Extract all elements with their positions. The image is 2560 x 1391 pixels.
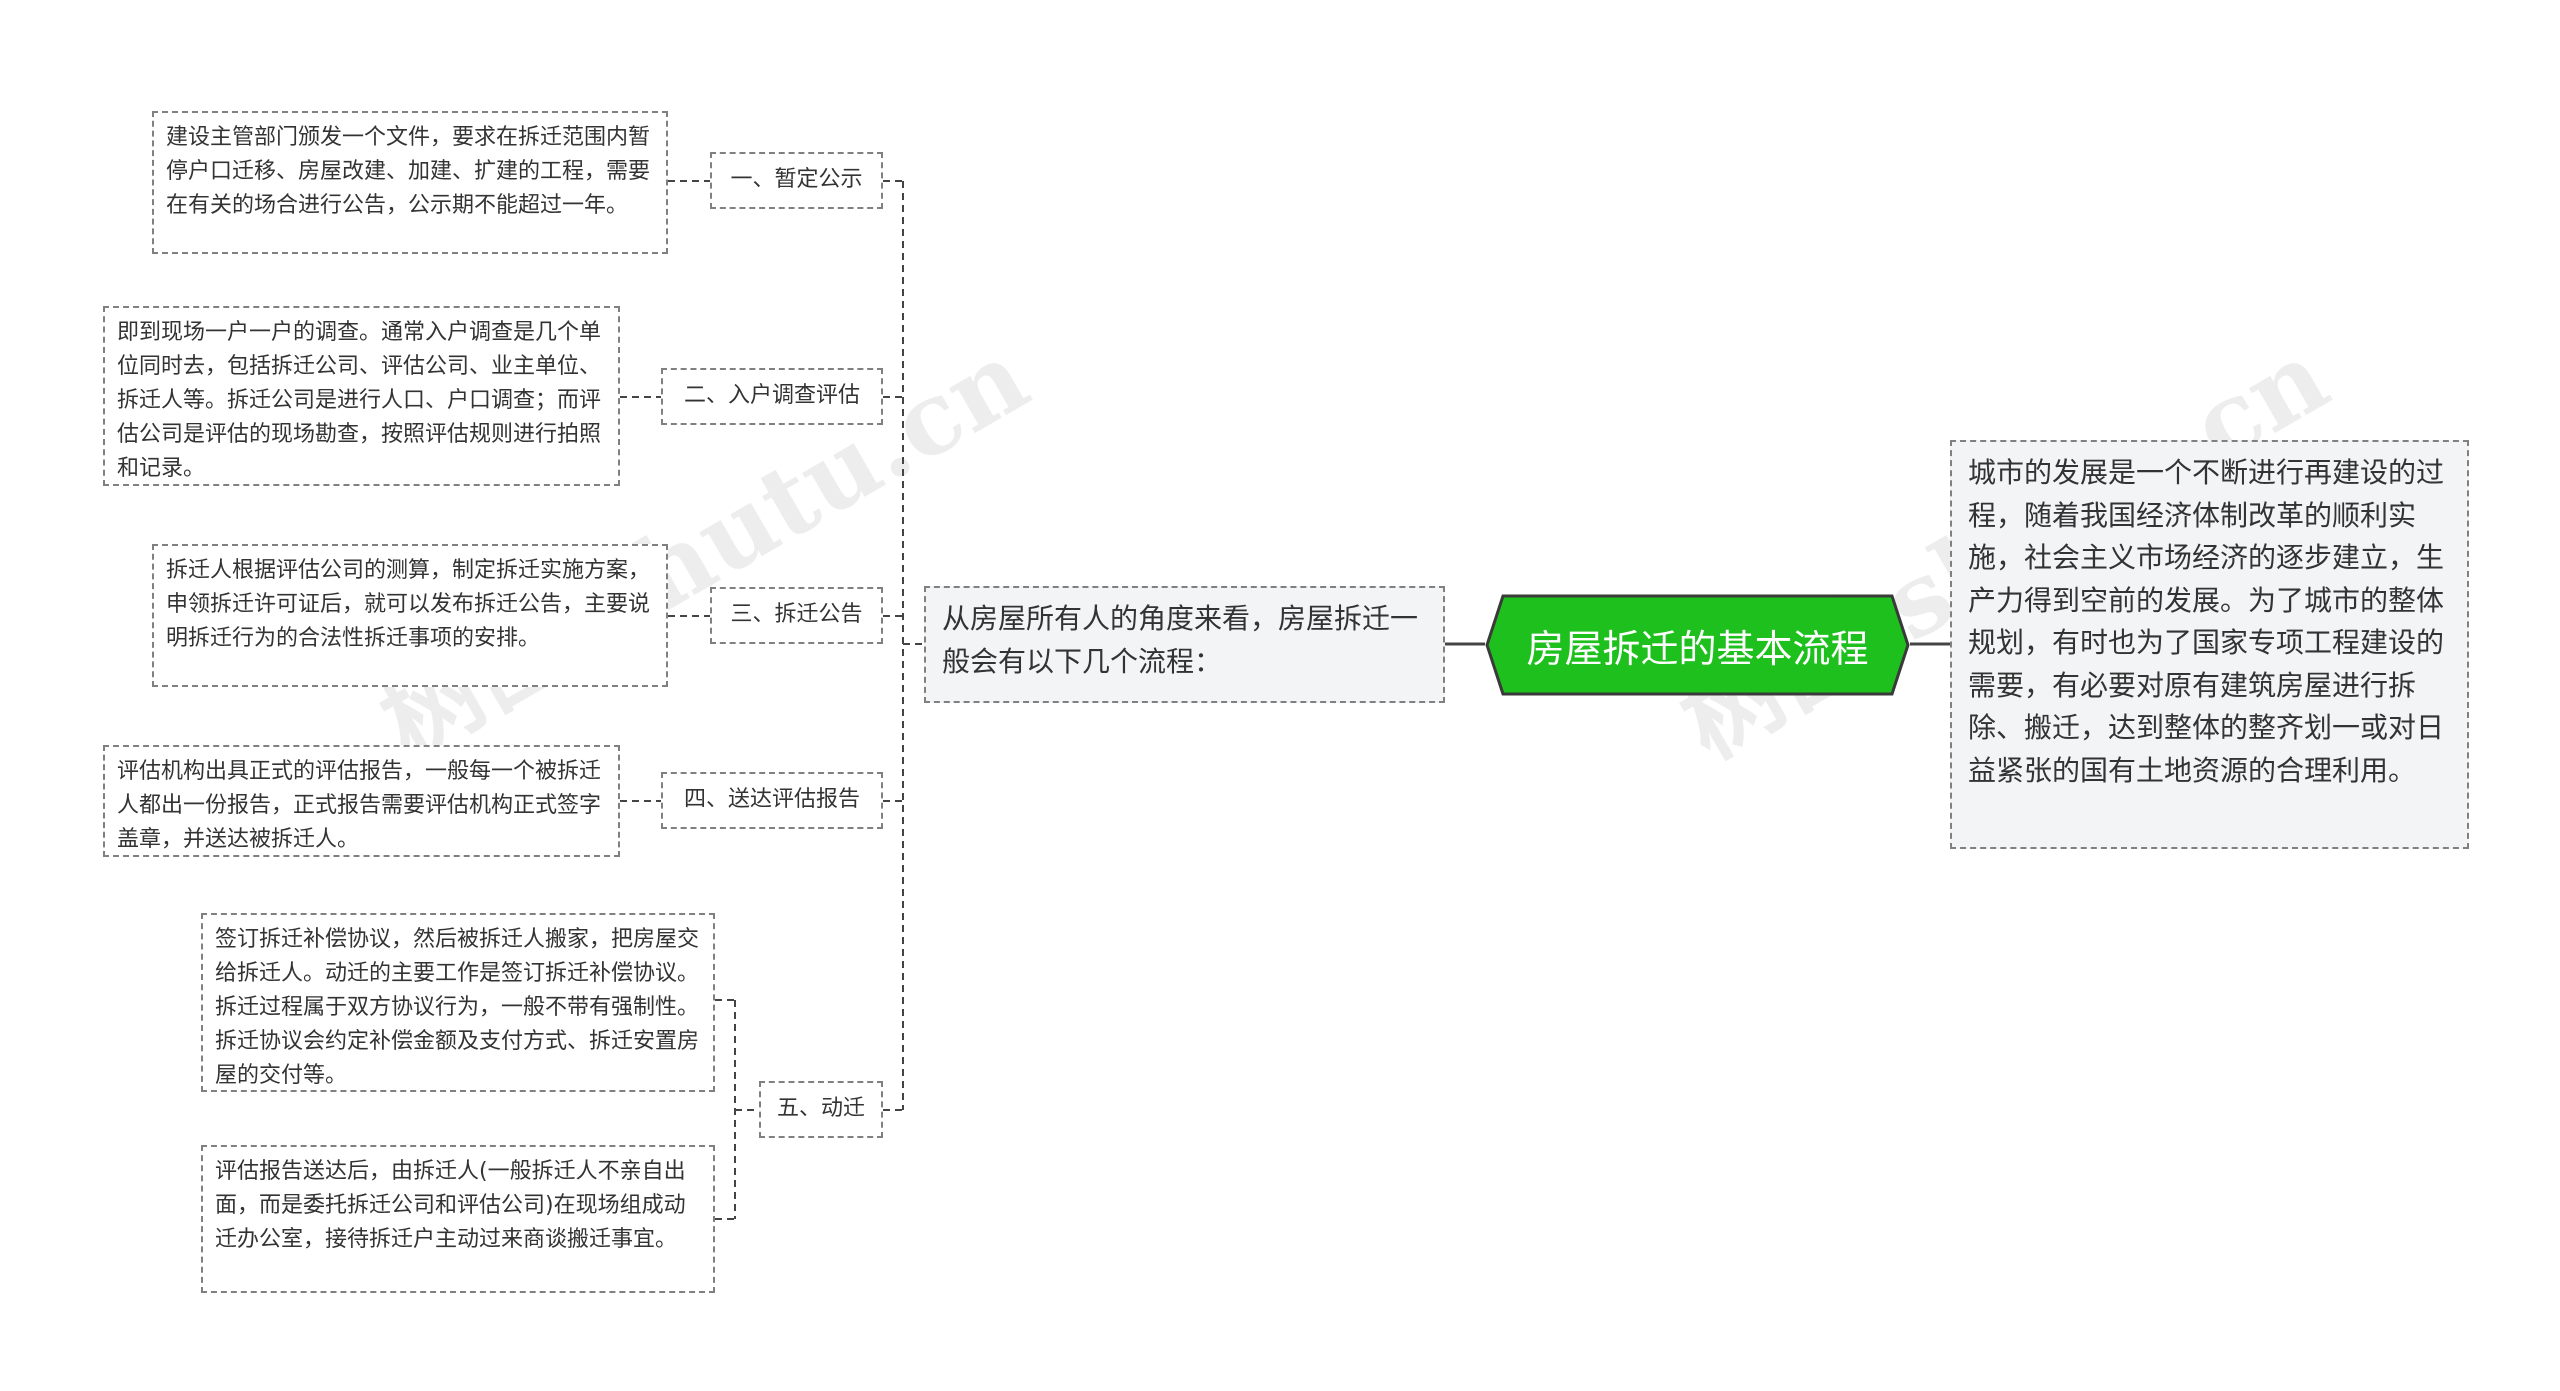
step-label-text: 五、动迁 <box>776 1096 865 1122</box>
step-detail-text: 评估报告送达后，由拆迁人(一般拆迁人不亲自出面，而是委托拆迁公司和评估公司)在现… <box>215 1159 686 1253</box>
step-detail-5a[interactable]: 签订拆迁补偿协议，然后被拆迁人搬家，把房屋交给拆迁人。动迁的主要工作是签订拆迁补… <box>201 913 715 1092</box>
step-label-text: 四、送达评估报告 <box>683 787 860 813</box>
step-label-3[interactable]: 三、拆迁公告 <box>710 587 883 644</box>
step-detail-text: 建设主管部门颁发一个文件，要求在拆迁范围内暂停户口迁移、房屋改建、加建、扩建的工… <box>166 125 651 219</box>
step-label-1[interactable]: 一、暂定公示 <box>710 152 883 209</box>
step-label-4[interactable]: 四、送达评估报告 <box>661 772 883 829</box>
step-label-text: 三、拆迁公告 <box>730 602 863 628</box>
root-shape <box>1485 594 1910 696</box>
step-detail-3[interactable]: 拆迁人根据评估公司的测算，制定拆迁实施方案，申领拆迁许可证后，就可以发布拆迁公告… <box>152 544 668 687</box>
step-detail-text: 即到现场一户一户的调查。通常入户调查是几个单位同时去，包括拆迁公司、评估公司、业… <box>117 320 602 482</box>
step-label-text: 二、入户调查评估 <box>683 383 860 409</box>
intro-text: 从房屋所有人的角度来看，房屋拆迁一般会有以下几个流程： <box>942 602 1419 678</box>
step-detail-text: 签订拆迁补偿协议，然后被拆迁人搬家，把房屋交给拆迁人。动迁的主要工作是签订拆迁补… <box>215 927 700 1089</box>
description-note[interactable]: 城市的发展是一个不断进行再建设的过程，随着我国经济体制改革的顺利实施，社会主义市… <box>1950 440 2469 849</box>
step-detail-1[interactable]: 建设主管部门颁发一个文件，要求在拆迁范围内暂停户口迁移、房屋改建、加建、扩建的工… <box>152 111 668 254</box>
intro-node[interactable]: 从房屋所有人的角度来看，房屋拆迁一般会有以下几个流程： <box>924 586 1445 703</box>
step-label-2[interactable]: 二、入户调查评估 <box>661 368 883 425</box>
step-label-5[interactable]: 五、动迁 <box>759 1081 883 1138</box>
step-detail-2[interactable]: 即到现场一户一户的调查。通常入户调查是几个单位同时去，包括拆迁公司、评估公司、业… <box>103 306 620 486</box>
step-detail-5b[interactable]: 评估报告送达后，由拆迁人(一般拆迁人不亲自出面，而是委托拆迁公司和评估公司)在现… <box>201 1145 715 1293</box>
step-detail-text: 拆迁人根据评估公司的测算，制定拆迁实施方案，申领拆迁许可证后，就可以发布拆迁公告… <box>166 558 651 652</box>
root-node[interactable]: 房屋拆迁的基本流程 <box>1485 594 1910 696</box>
step-label-text: 一、暂定公示 <box>730 167 863 193</box>
step-detail-4[interactable]: 评估机构出具正式的评估报告，一般每一个被拆迁人都出一份报告，正式报告需要评估机构… <box>103 745 620 857</box>
step-detail-text: 评估机构出具正式的评估报告，一般每一个被拆迁人都出一份报告，正式报告需要评估机构… <box>117 759 602 853</box>
description-text: 城市的发展是一个不断进行再建设的过程，随着我国经济体制改革的顺利实施，社会主义市… <box>1968 456 2445 787</box>
root-title: 房屋拆迁的基本流程 <box>1526 626 1869 671</box>
